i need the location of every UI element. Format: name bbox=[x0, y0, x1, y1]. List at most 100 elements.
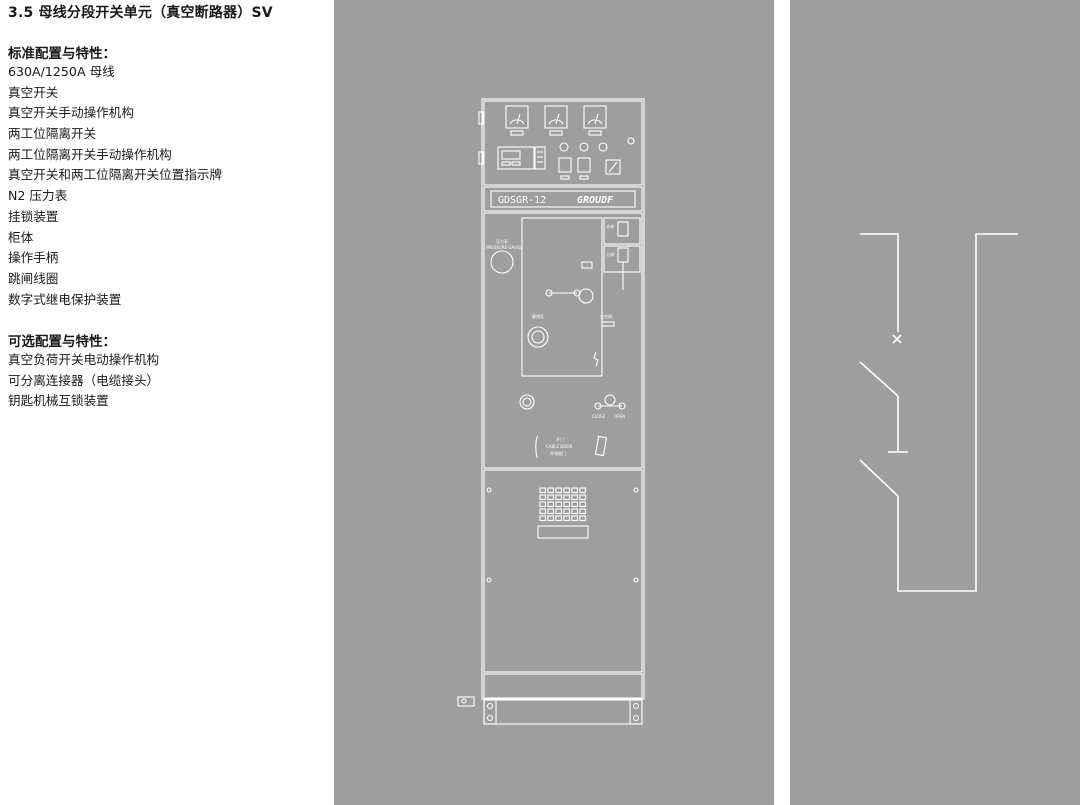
control-switch bbox=[577, 157, 591, 173]
cable-door-label-en: CABLE DOOR bbox=[546, 444, 573, 449]
cable-door bbox=[483, 469, 643, 673]
vacuum-breaker-blade bbox=[859, 361, 899, 397]
unlock-knob bbox=[527, 326, 549, 348]
grid-cell bbox=[547, 494, 555, 501]
grid-cell bbox=[555, 501, 563, 508]
standard-config-heading: 标准配置与特性： bbox=[8, 46, 116, 62]
grid-cell bbox=[571, 508, 579, 515]
grid-cell bbox=[563, 494, 571, 501]
close-label-en: CLOSE bbox=[592, 414, 606, 419]
grid-cell bbox=[539, 515, 547, 522]
single-line-diagram bbox=[859, 233, 1018, 592]
grid-cell bbox=[547, 501, 555, 508]
grid-cell bbox=[579, 494, 587, 501]
list-item: 跳闸线圈 bbox=[8, 270, 59, 286]
cabinet-front-view: GDSGR-12 GROUDF 压力表 PRESSURE GAUGE 合闸 分闸… bbox=[457, 98, 645, 725]
cable-door-label: 开门 bbox=[556, 436, 564, 442]
grid-cell bbox=[555, 494, 563, 501]
grid-cell bbox=[571, 501, 579, 508]
meter-3 bbox=[583, 105, 607, 136]
grid-cell bbox=[539, 494, 547, 501]
operating-hole bbox=[578, 288, 594, 304]
grid-cell bbox=[579, 508, 587, 515]
hinge bbox=[478, 151, 484, 165]
door-handle bbox=[537, 525, 589, 539]
cabinet-drawing-panel: GDSGR-12 GROUDF 压力表 PRESSURE GAUGE 合闸 分闸… bbox=[334, 0, 774, 805]
open-label-en: OPEN bbox=[614, 414, 625, 419]
optional-config-heading: 可选配置与特性： bbox=[8, 334, 116, 350]
door-latch bbox=[594, 435, 608, 457]
brand-label: GROUDF bbox=[577, 195, 614, 206]
cable-door-label-2: 开电缆门 bbox=[550, 450, 566, 456]
selector-switch bbox=[605, 159, 621, 175]
list-item: 真空开关 bbox=[8, 84, 59, 100]
list-item: 两工位隔离开关手动操作机构 bbox=[8, 146, 172, 162]
list-item: 操作手柄 bbox=[8, 250, 59, 266]
list-item: 真空负荷开关电动操作机构 bbox=[8, 352, 160, 367]
lock-label: 解锁孔 bbox=[532, 313, 544, 319]
base-frame bbox=[483, 699, 643, 725]
cabinet-outline bbox=[481, 98, 645, 700]
list-item: 挂锁装置 bbox=[8, 208, 59, 224]
grid-cell bbox=[539, 508, 547, 515]
grid-cell bbox=[563, 501, 571, 508]
grid-cell bbox=[571, 494, 579, 501]
grid-cell bbox=[563, 508, 571, 515]
grid-cell bbox=[555, 515, 563, 522]
grid-cell bbox=[563, 487, 571, 494]
handle-pivot bbox=[604, 394, 616, 406]
inspection-window-grid bbox=[539, 487, 587, 522]
relay-keypad bbox=[534, 146, 546, 170]
list-item: 两工位隔离开关 bbox=[8, 126, 97, 142]
single-line-diagram-panel bbox=[790, 0, 1080, 805]
spec-column: 3.5 母线分段开关单元（真空断路器）SV 标准配置与特性： 630A/1250… bbox=[0, 0, 330, 805]
nameplate bbox=[490, 190, 636, 208]
left-busbar bbox=[860, 233, 899, 332]
meter-1 bbox=[505, 105, 529, 136]
right-busbar bbox=[897, 233, 1018, 592]
gauge-label: 压力表 bbox=[496, 238, 508, 244]
indicator-lamp bbox=[598, 142, 608, 152]
disconnector-blade bbox=[859, 459, 899, 497]
grid-cell bbox=[579, 515, 587, 522]
pressure-gauge bbox=[490, 250, 514, 274]
grid-cell bbox=[571, 515, 579, 522]
open-button-label: 分合闸 bbox=[600, 313, 612, 319]
relay-display bbox=[497, 146, 535, 170]
grid-cell bbox=[555, 508, 563, 515]
grid-cell bbox=[539, 501, 547, 508]
indicator-lamp bbox=[627, 137, 635, 145]
indicator-lamp bbox=[559, 142, 569, 152]
grid-cell bbox=[547, 508, 555, 515]
standard-config-list: 630A/1250A 母线 真空开关 真空开关手动操作机构 两工位隔离开关 两工… bbox=[8, 62, 222, 310]
grid-cell bbox=[539, 487, 547, 494]
instrument-compartment bbox=[483, 100, 643, 186]
list-item: N2 压力表 bbox=[8, 188, 68, 204]
grid-cell bbox=[579, 501, 587, 508]
list-item: 柜体 bbox=[8, 229, 34, 245]
list-item: 钥匙机械互锁装置 bbox=[8, 393, 109, 409]
ground-terminal bbox=[457, 696, 475, 707]
nameplate-band bbox=[483, 186, 643, 212]
grid-cell bbox=[555, 487, 563, 494]
list-item: 真空开关和两工位隔离开关位置指示牌 bbox=[8, 167, 223, 183]
position-indicator-close bbox=[603, 217, 641, 245]
position-indicator-open bbox=[603, 245, 641, 273]
grid-cell bbox=[547, 487, 555, 494]
cabinet-base bbox=[483, 673, 643, 699]
operating-compartment bbox=[483, 212, 643, 469]
indicator-lamp bbox=[579, 142, 589, 152]
grid-cell bbox=[579, 487, 587, 494]
control-switch bbox=[558, 157, 572, 173]
model-label: GDSGR-12 bbox=[498, 195, 546, 206]
hinge bbox=[478, 111, 484, 125]
page-title: 3.5 母线分段开关单元（真空断路器）SV bbox=[8, 5, 273, 21]
list-item: 可分离连接器（电缆接头） bbox=[8, 372, 160, 388]
list-item: 真空开关手动操作机构 bbox=[8, 105, 134, 121]
grid-cell bbox=[571, 487, 579, 494]
rotary-switch bbox=[519, 394, 535, 410]
grid-cell bbox=[547, 515, 555, 522]
meter-2 bbox=[544, 105, 568, 136]
list-item: 630A/1250A 母线 bbox=[8, 64, 115, 79]
close-label: 合闸 bbox=[606, 223, 614, 229]
